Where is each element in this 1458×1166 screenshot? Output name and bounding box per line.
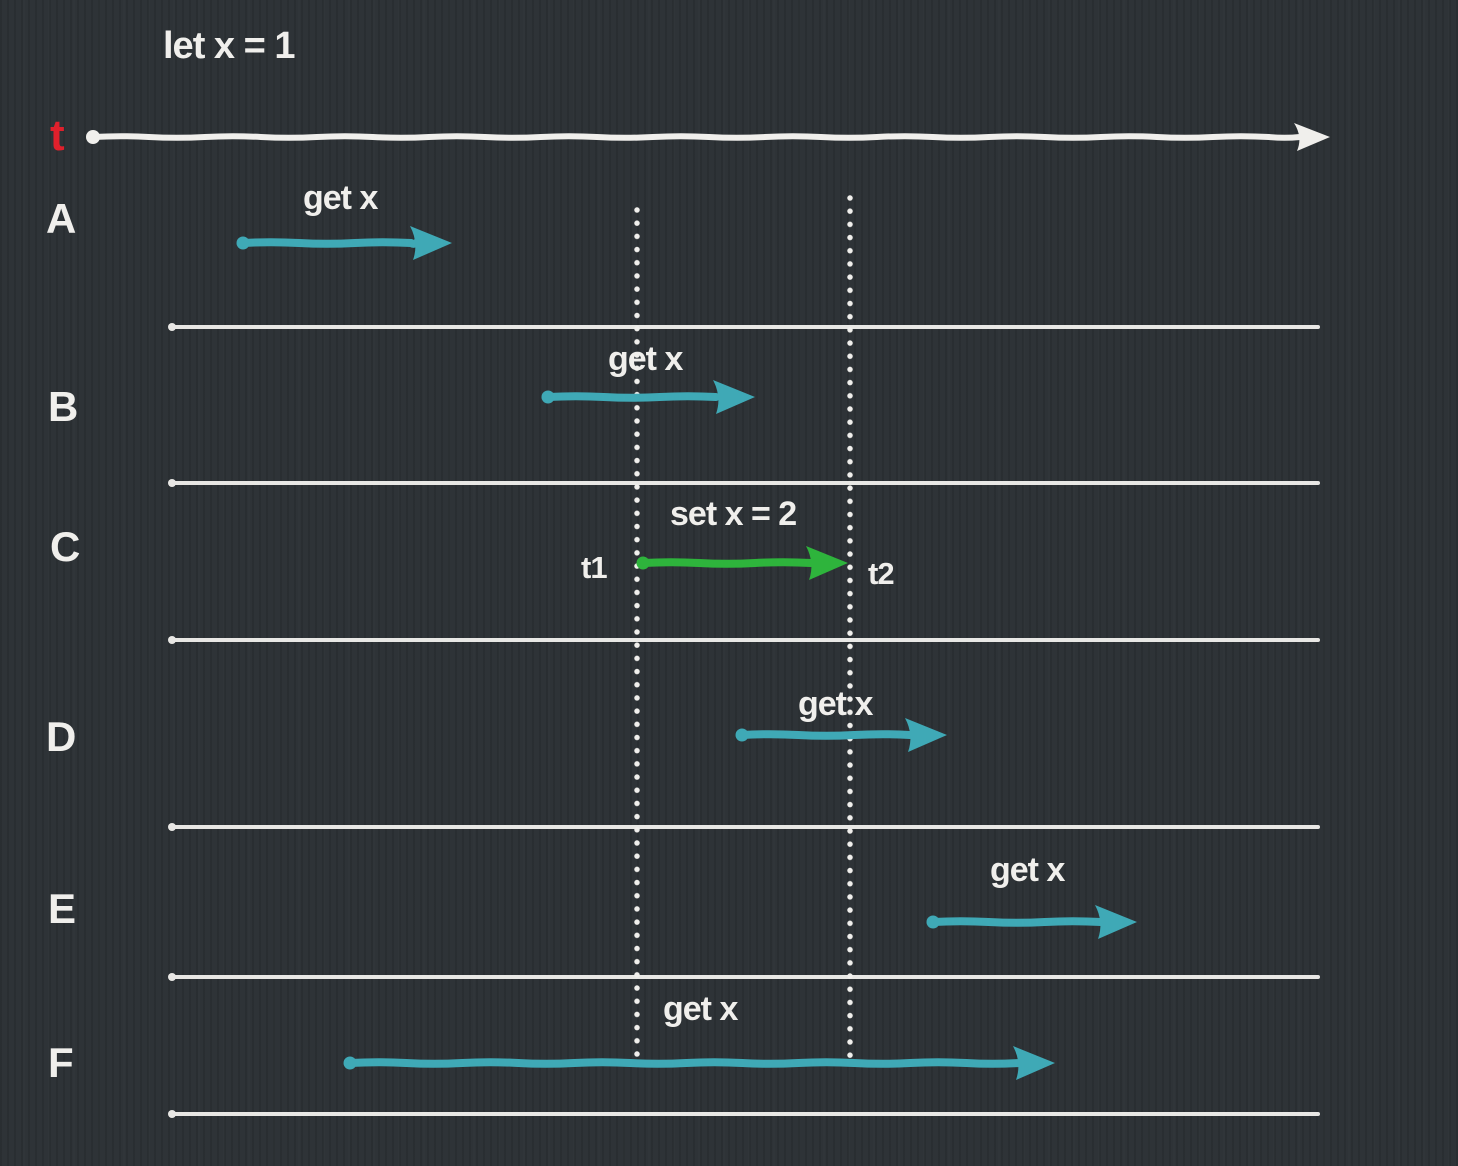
row-c-set-arrow xyxy=(635,541,854,585)
row-a-op-label: get x xyxy=(303,179,378,217)
t2-dotted-line xyxy=(847,194,853,1058)
row-label-d: D xyxy=(46,713,76,760)
row-a-get-arrow xyxy=(235,221,458,265)
row-f-get-arrow xyxy=(342,1041,1061,1085)
row-c-op-label: set x = 2 xyxy=(670,495,797,533)
initial-assignment-label: let x = 1 xyxy=(163,25,295,67)
row-separator xyxy=(168,636,1320,644)
t2-marker-label: t2 xyxy=(868,556,895,591)
row-e-op-label: get x xyxy=(990,851,1065,889)
row-label-a: A xyxy=(46,195,76,242)
row-e-get-arrow xyxy=(925,900,1143,944)
row-f-op-label: get x xyxy=(663,990,738,1028)
row-b-op-label: get x xyxy=(608,340,683,378)
row-d-op-label: get x xyxy=(798,685,873,723)
row-label-e: E xyxy=(48,885,76,932)
row-label-b: B xyxy=(48,383,78,430)
row-separator xyxy=(168,823,1320,831)
time-axis-label: t xyxy=(50,111,65,160)
row-separator xyxy=(168,1110,1320,1118)
row-d-get-arrow xyxy=(734,713,953,757)
row-separator xyxy=(168,323,1320,331)
row-label-f: F xyxy=(48,1039,74,1086)
t1-marker-label: t1 xyxy=(581,550,608,585)
row-separator xyxy=(168,479,1320,487)
row-label-c: C xyxy=(50,523,80,570)
t1-dotted-line xyxy=(634,206,640,1058)
time-axis-arrow xyxy=(85,115,1336,159)
row-separator xyxy=(168,973,1320,981)
row-b-get-arrow xyxy=(540,375,761,419)
